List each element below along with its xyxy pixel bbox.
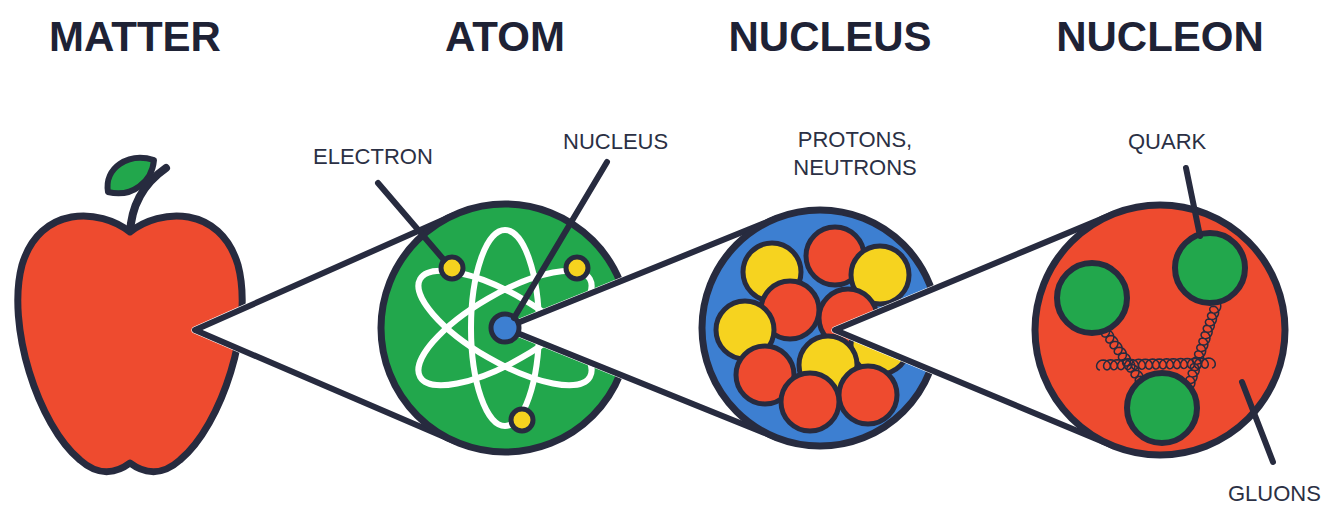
zoom-stage: NUCLEON [1025, 10, 1295, 472]
stage-shape [10, 10, 260, 480]
electron-dot [511, 409, 533, 431]
nucleus-circle [702, 210, 938, 446]
leader-line [514, 162, 607, 318]
nucleon-circle [1035, 205, 1285, 455]
leader-line [1242, 382, 1273, 462]
leader-line [1186, 168, 1200, 236]
zoom-stage: ATOM [375, 10, 635, 466]
part-label: GLUONS [1228, 480, 1321, 508]
electron-dot [441, 257, 463, 279]
electron-orbit [403, 250, 607, 407]
proton-ball [839, 366, 897, 424]
gluon-spring [1097, 358, 1216, 370]
quark-ball [1057, 263, 1127, 333]
atom-nucleus-dot [491, 314, 519, 342]
quark-ball [1127, 373, 1197, 443]
apple-leaf [108, 158, 154, 193]
part-label: ELECTRON [313, 143, 433, 171]
stage-heading: ATOM [445, 10, 565, 62]
part-label: PROTONS, NEUTRONS [780, 126, 930, 181]
leader-line [378, 183, 444, 260]
zoom-stage: NUCLEUS [690, 10, 970, 462]
electron-dot [566, 257, 588, 279]
atom-circle [381, 204, 629, 452]
quark-ball [1175, 233, 1245, 303]
part-label: NUCLEUS [563, 128, 668, 156]
zoom-stage: MATTER [10, 10, 260, 480]
proton-ball [781, 373, 839, 431]
stage-heading: NUCLEUS [728, 10, 931, 62]
stage-shape [690, 10, 970, 462]
part-label: QUARK [1128, 128, 1206, 156]
apple-body [18, 216, 242, 472]
gluon-spring [1184, 300, 1221, 390]
electron-orbit [471, 230, 539, 426]
stage-shape [1025, 10, 1295, 472]
stage-shape [375, 10, 635, 466]
stage-heading: MATTER [49, 10, 221, 62]
stage-heading: NUCLEON [1056, 10, 1264, 62]
electron-orbit [403, 250, 607, 407]
